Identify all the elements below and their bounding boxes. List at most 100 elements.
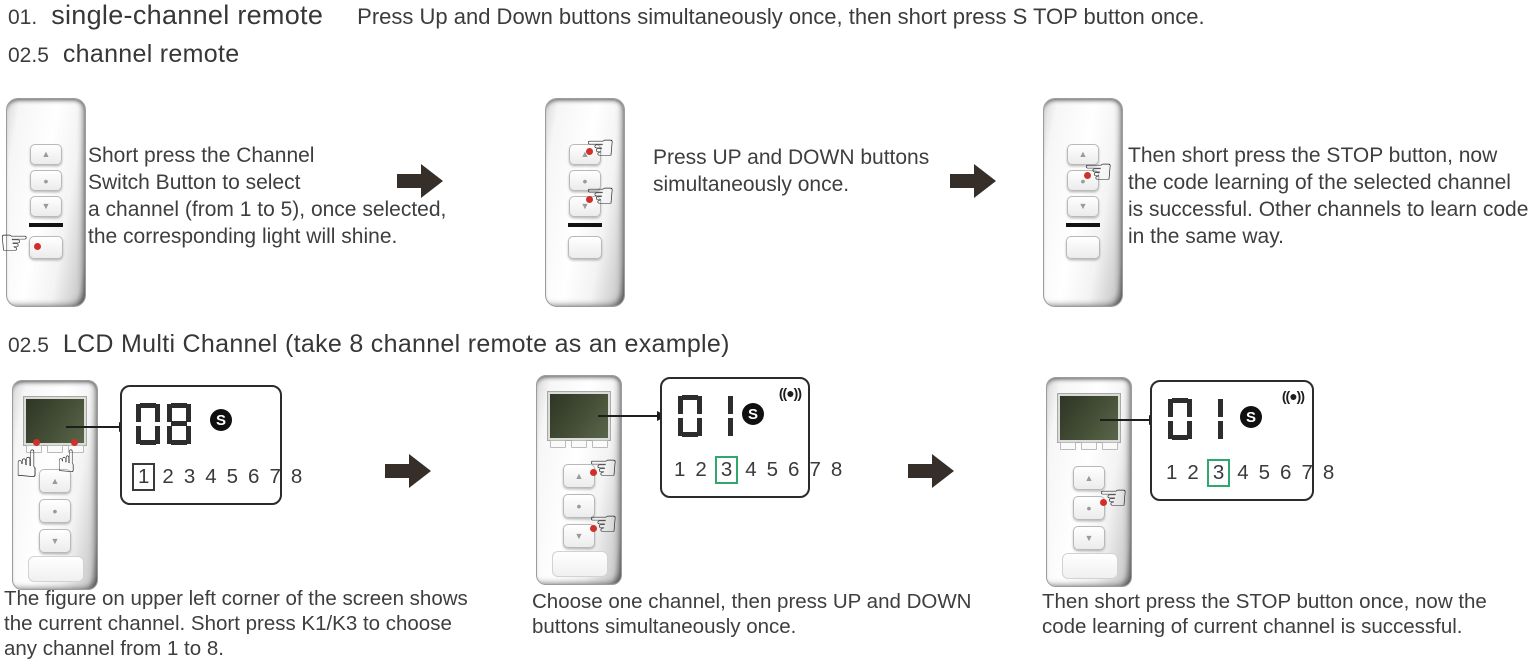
section-1-heading: 01. single-channel remote Press Up and D… [8,0,1205,31]
instruction-line: Short press the Channel [88,144,315,167]
hand-pressing-k1-icon: ☝ [15,442,39,486]
channel-switch-button [29,236,63,259]
up-button: ▲ [1067,144,1099,165]
down-arrow-icon: ▼ [1084,532,1094,543]
signal-icon: ((●)) [778,385,802,401]
down-arrow-icon: ▼ [41,201,51,211]
channel-number: 1 [674,458,686,481]
instruction-line: the corresponding light will shine. [88,225,398,248]
k1-button [550,440,566,448]
channel-number: 3 [1206,459,1231,487]
up-button: ▲ [569,144,601,165]
hand-pressing-stop-icon: ☜ [1098,478,1129,518]
stop-button: • [39,499,71,523]
instruction-line: is successful. Other channels to learn c… [1128,198,1529,221]
channel-number: 6 [1280,461,1292,484]
down-button: ▼ [1067,196,1099,217]
up-arrow-icon: ▲ [1078,149,1088,159]
flow-arrow-icon [397,164,443,198]
channel-number: 6 [788,458,800,481]
channel-number: 5 [226,465,239,488]
flow-arrow-icon [908,454,954,488]
channel-digits [678,395,740,442]
k3-button [1102,442,1118,450]
up-arrow-icon: ▲ [574,470,584,481]
stop-button: • [30,170,62,191]
flow-arrow-icon [385,454,431,488]
remote-up-down-press: ▲ • ▼ ☜ ☜ [545,98,625,307]
stop-button: • [563,494,595,518]
lcd-screen [1058,394,1120,442]
section-3-heading: 02.5 LCD Multi Channel (take 8 channel r… [8,330,730,359]
button-column: ▲ • ▼ [567,144,603,264]
channel-digits [136,403,198,450]
up-button: ▲ [30,144,62,165]
red-indicator-dot [586,196,593,203]
signal-icon: ((●)) [1281,388,1305,404]
hand-pressing-k3-icon: ☝ [57,444,76,480]
channel-number: 5 [1258,461,1271,484]
remote-stop-press: ▲ • ▼ ☜ [1043,98,1123,307]
remote-channel-select: ▲ • ▼ ☞ [0,98,86,307]
channel-digits [1168,398,1230,445]
section-number: 01. [8,6,38,29]
channel-number: 8 [290,465,303,488]
callout-pointer-line [1100,415,1159,425]
step-text: Short press the Channel Switch Button to… [88,142,446,250]
step-text: Press UP and DOWN buttons simultaneously… [653,144,929,198]
stop-dot-icon: • [43,172,49,189]
section-instruction: Press Up and Down buttons simultaneously… [357,4,1205,29]
stop-dot-icon: • [1086,500,1092,516]
channel-number: 5 [766,458,779,481]
red-indicator-dot [1084,172,1091,179]
channel-number: 2 [1187,461,1199,484]
caption-text: Choose one channel, then press UP and DO… [532,589,971,639]
divider-bar [568,223,602,227]
channel-number: 4 [205,465,217,488]
k1-button [1060,442,1076,450]
instruction-line: simultaneously once. [653,173,850,196]
callout-pointer-line [66,422,129,432]
stop-button: • [569,170,601,191]
up-arrow-icon: ▲ [50,475,60,486]
instruction-line: the code learning of the selected channe… [1128,171,1511,194]
button-column: ▲ • ▼ [1065,144,1101,264]
up-arrow-icon: ▲ [580,149,590,159]
section-number: 02.5 [8,44,49,67]
s-mode-icon: S [742,403,764,425]
function-key-row [1060,442,1118,450]
down-button: ▼ [569,196,601,217]
k3-button [592,440,608,448]
hand-pressing-up-icon: ☜ [588,448,619,488]
instruction-line: any channel from 1 to 8. [4,637,224,660]
up-button: ▲ [1073,466,1105,490]
instruction-line: a channel (from 1 to 5), once selected, [88,198,447,221]
channel-switch-button [1066,236,1100,259]
lcd-screen [24,397,86,445]
channel-number: 3 [714,456,739,484]
up-button: ▲ [39,469,71,493]
instruction-line: Switch Button to select [88,171,301,194]
instruction-line: in the same way. [1128,225,1285,248]
red-indicator-dot [1100,499,1107,506]
red-indicator-dot [590,525,597,532]
section-title: single-channel remote [51,0,324,30]
instruction-line: buttons simultaneously once. [532,615,797,638]
stop-dot-icon: • [52,503,58,519]
red-indicator-dot [34,243,41,250]
hand-pressing-down-icon: ☜ [588,504,619,544]
caption-text: Then short press the STOP button once, n… [1042,589,1487,639]
instruction-line: Choose one channel, then press UP and DO… [532,590,972,613]
down-arrow-icon: ▼ [1078,201,1088,211]
stop-dot-icon: • [576,498,582,514]
function-key-row [550,440,608,448]
instruction-line: Press UP and DOWN buttons [653,146,930,169]
stop-button: • [1067,170,1099,191]
down-button: ▼ [39,529,71,553]
down-button: ▼ [30,196,62,217]
